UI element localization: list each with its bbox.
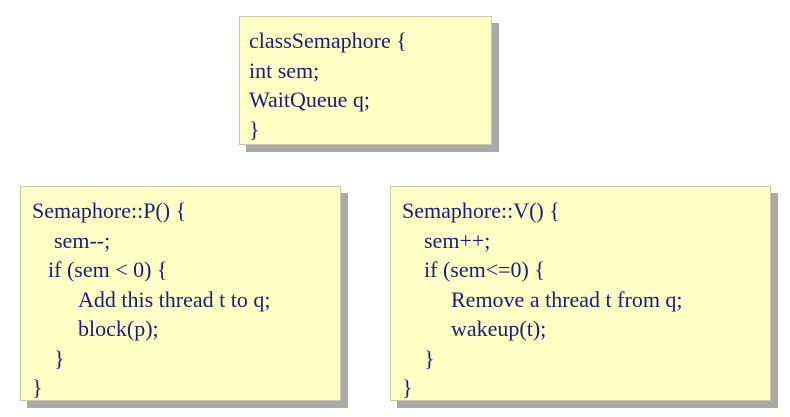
code-line: sem--;	[54, 227, 111, 253]
class-definition-box: classSemaphore { int sem; WaitQueue q; }	[239, 16, 492, 145]
code-line: if (sem<=0) {	[424, 257, 545, 282]
code-line: if (sem < 0) {	[48, 257, 168, 282]
code-line: sem++;	[424, 227, 491, 253]
code-line: Semaphore::V() {	[402, 198, 560, 223]
code-line: }	[424, 345, 435, 371]
code-line: int sem;	[249, 57, 320, 83]
code-line: Remove a thread t from q;	[451, 286, 683, 312]
code-line: block(p);	[78, 316, 159, 341]
code-line: classSemaphore {	[249, 28, 407, 53]
code-line: }	[54, 345, 65, 371]
code-line: }	[402, 375, 413, 400]
code-line: }	[32, 375, 43, 400]
code-line: }	[249, 116, 260, 142]
code-line: wakeup(t);	[451, 316, 547, 341]
code-line: Semaphore::P() {	[32, 198, 187, 223]
code-line: Add this thread t to q;	[78, 286, 271, 312]
p-operation-box: Semaphore::P() { sem--; if (sem < 0) { A…	[20, 186, 341, 401]
code-line: WaitQueue q;	[249, 87, 371, 112]
v-operation-box: Semaphore::V() { sem++; if (sem<=0) { Re…	[390, 186, 771, 401]
